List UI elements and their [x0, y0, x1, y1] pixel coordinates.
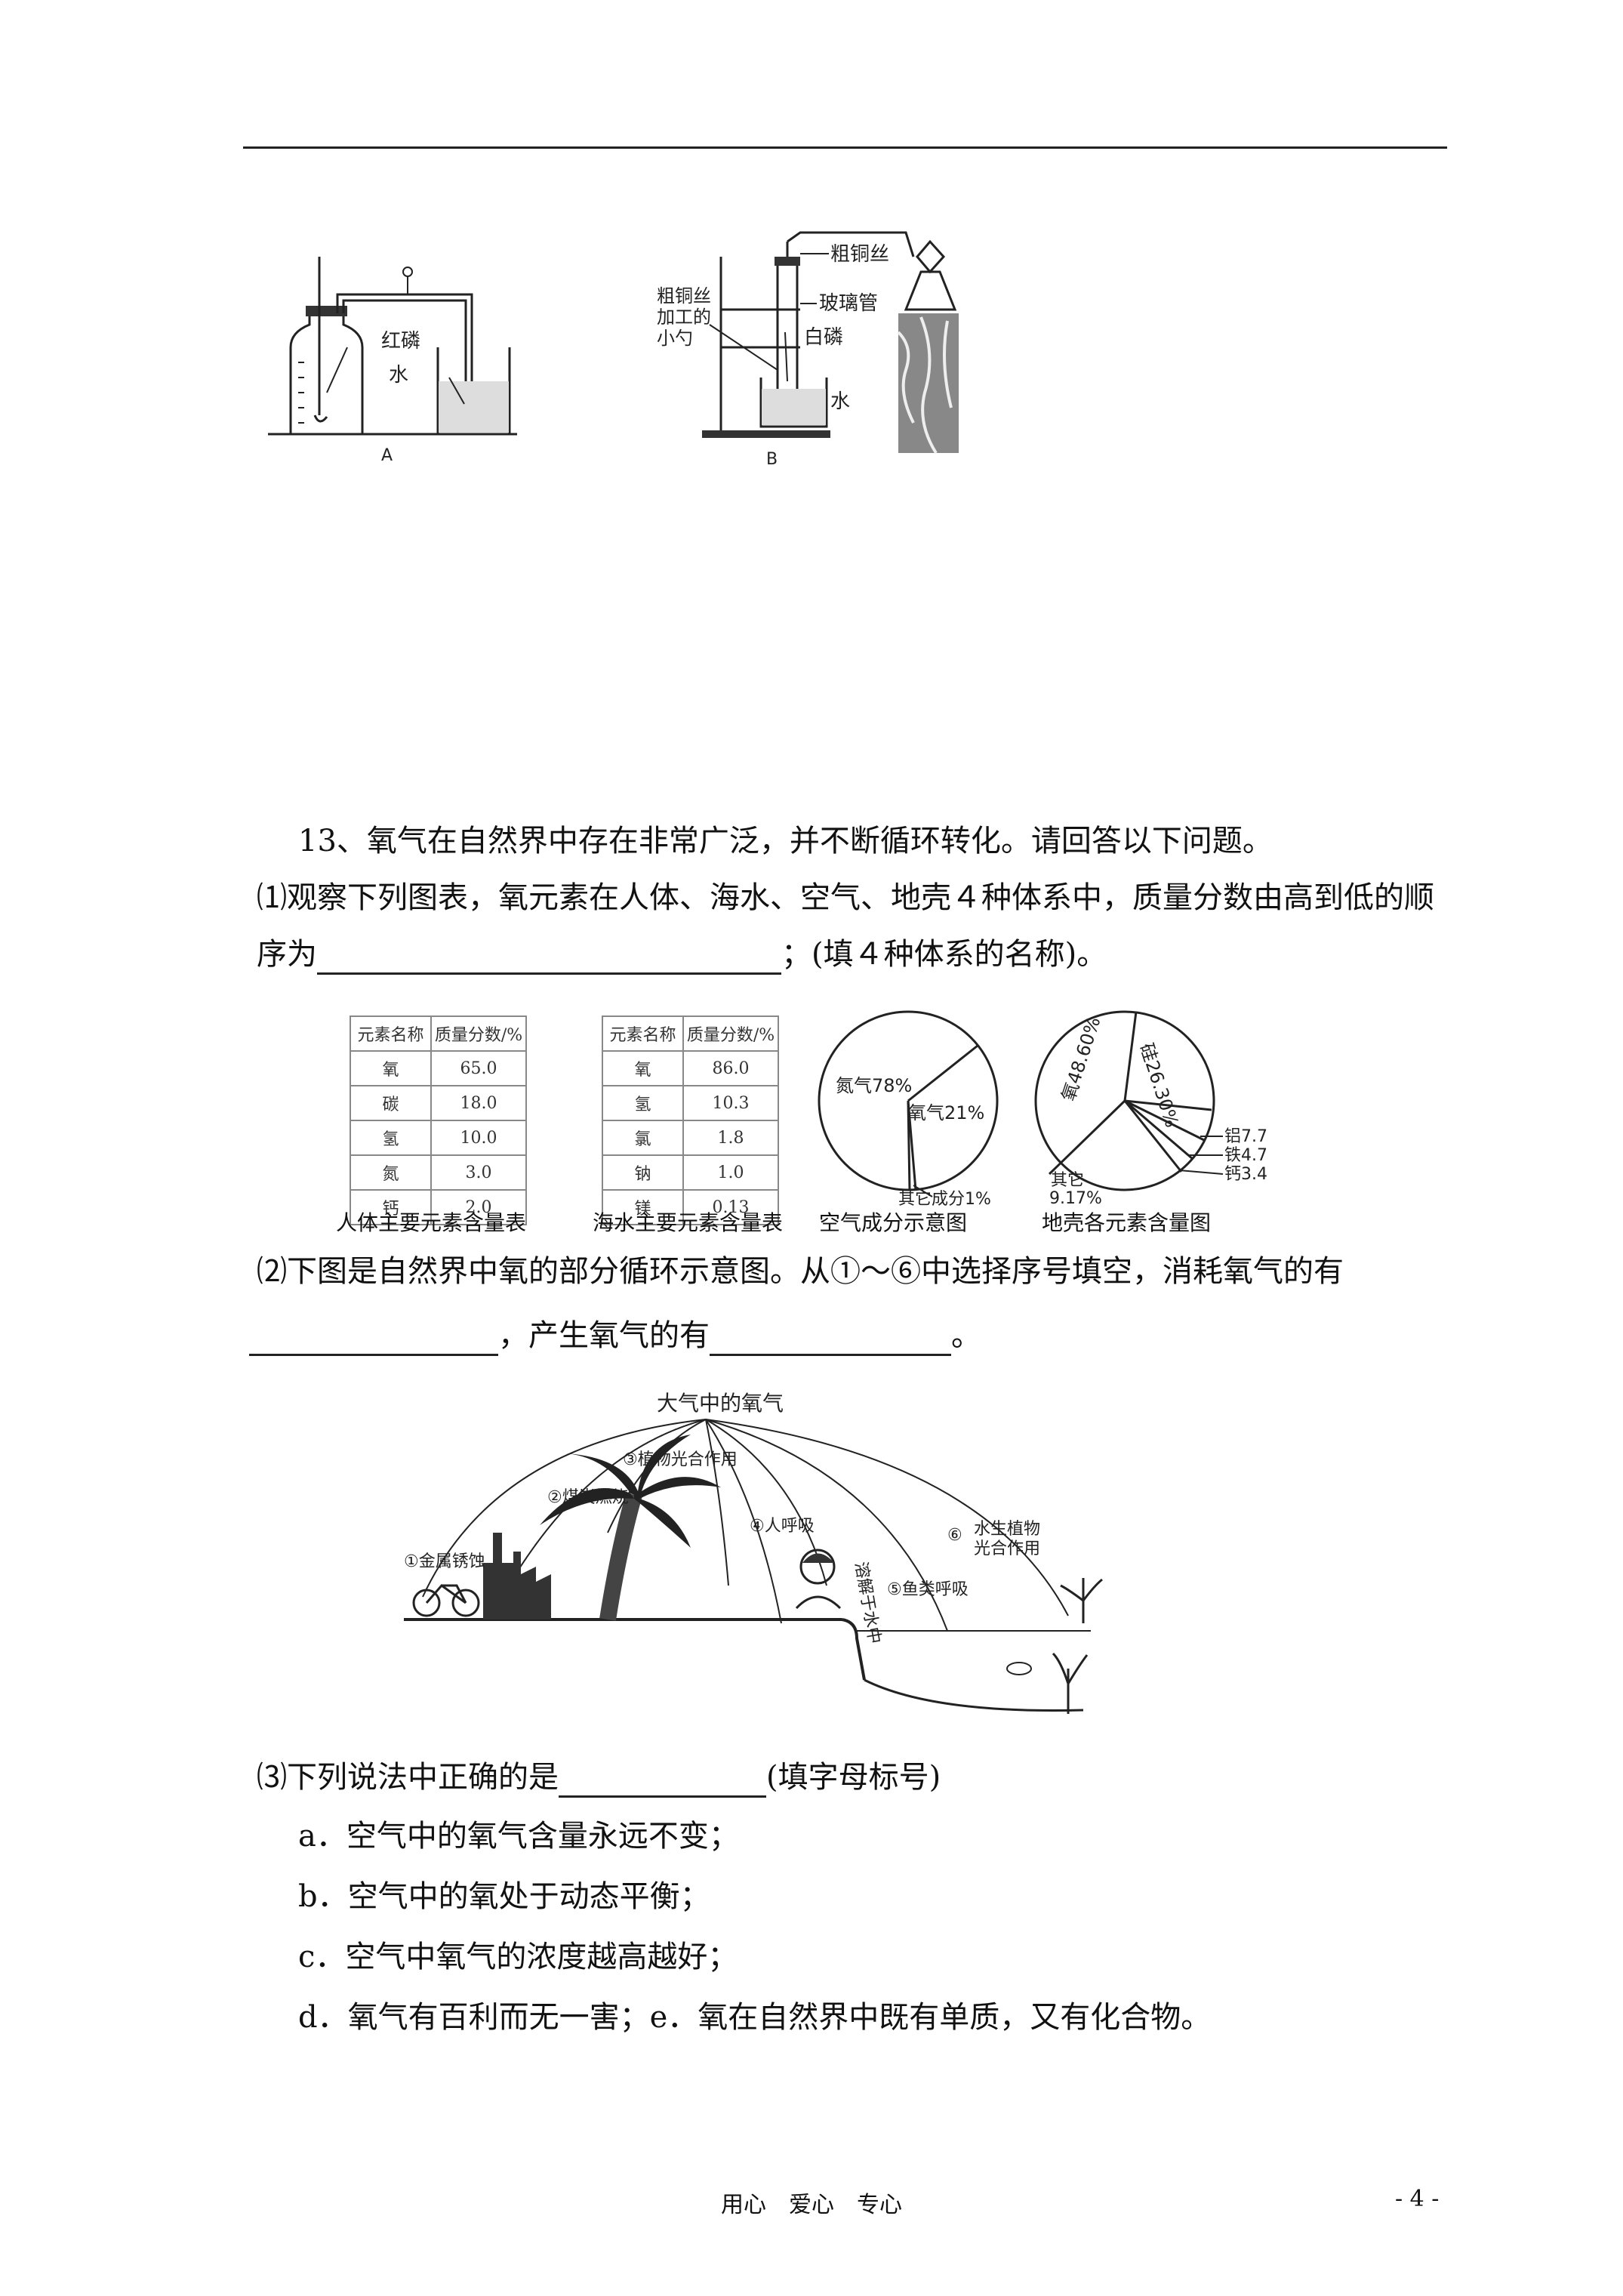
page-number: - 4 -	[1395, 2186, 1440, 2212]
cycle-item-4: ④人呼吸	[750, 1517, 815, 1536]
q3-line: ⑶下列说法中正确的是 (填字母标号)	[257, 1759, 941, 1798]
q1-line2: 序为 ；(填４种体系的名称)。	[257, 936, 1107, 975]
human-header-element: 元素名称	[350, 1015, 432, 1052]
crust-other-value: 9.17%	[1049, 1189, 1102, 1208]
crust-other-label: 其它	[1051, 1171, 1084, 1190]
q2-end: 。	[951, 1318, 981, 1353]
footer-motto: 用心 爱心 专心	[721, 2192, 902, 2218]
question-title: 13、氧气在自然界中存在非常广泛，并不断循环转化。请回答以下问题。	[298, 824, 1273, 858]
air-pie-chart: 氮气78% 氧气21% 其它成分1%	[818, 1010, 999, 1208]
q3-prefix: ⑶下列说法中正确的是	[257, 1760, 559, 1795]
q3-suffix: (填字母标号)	[766, 1760, 941, 1795]
option-d-e: d．氧气有百利而无一害；e．氧在自然界中既有单质，又有化合物。	[298, 2000, 1212, 2035]
q1-answer-blank[interactable]	[317, 936, 781, 975]
q2-line1: ⑵下图是自然界中氧的部分循环示意图。从①～⑥中选择序号填空，消耗氧气的有	[257, 1254, 1344, 1289]
cycle-item-6-num: ⑥	[947, 1526, 962, 1545]
crust-iron-label: 铁4.75%	[1224, 1146, 1268, 1165]
cycle-item-6-line2: 光合作用	[974, 1539, 1040, 1558]
q1-prefix: 序为	[257, 937, 317, 972]
cell: 2.0	[430, 1189, 527, 1225]
cell: 氢	[602, 1085, 684, 1121]
air-pie-caption: 空气成分示意图	[819, 1210, 968, 1235]
cell: 10.0	[430, 1120, 527, 1156]
q2-line2: ，产生氧气的有 。	[249, 1318, 981, 1356]
air-nitrogen-label: 氮气78%	[836, 1075, 912, 1096]
apparatus-b-figure: 粗铜丝 玻璃管 白磷 水 粗铜丝 加工的 小勺 B	[657, 231, 959, 468]
apparatus-a-figure: 红磷 水 A	[268, 257, 517, 465]
label-spoon-2: 加工的	[657, 307, 711, 328]
air-oxygen-label: 氧气21%	[908, 1102, 984, 1123]
human-table-caption: 人体主要元素含量表	[336, 1210, 527, 1235]
cell: 镁	[602, 1189, 684, 1225]
crust-pie-caption: 地壳各元素含量图	[1042, 1210, 1212, 1235]
cycle-item-5: ⑤鱼类呼吸	[887, 1580, 969, 1599]
label-water-a: 水	[389, 364, 408, 387]
cell: 氢	[350, 1120, 432, 1156]
cell: 钙	[350, 1189, 432, 1225]
air-other-label: 其它成分1%	[898, 1190, 991, 1208]
cycle-top-label: 大气中的氧气	[657, 1391, 784, 1416]
cell: 18.0	[430, 1085, 527, 1121]
option-c: c．空气中氧气的浓度越高越好；	[298, 1940, 738, 1974]
q1-line1: ⑴观察下列图表，氧元素在人体、海水、空气、地壳４种体系中，质量分数由高到低的顺	[257, 880, 1434, 915]
cell: 86.0	[682, 1050, 779, 1086]
cell: 氯	[602, 1120, 684, 1156]
cycle-item-1: ①金属锈蚀	[404, 1552, 485, 1571]
human-header-percent: 质量分数/%	[430, 1015, 527, 1052]
label-b: B	[766, 450, 778, 468]
q1-suffix: ；(填４种体系的名称)。	[781, 937, 1107, 972]
cycle-item-6-line1: 水生植物	[974, 1520, 1040, 1539]
q3-answer-blank[interactable]	[559, 1759, 766, 1798]
seawater-table-caption: 海水主要元素含量表	[593, 1210, 784, 1235]
cell: 0.13	[682, 1189, 779, 1225]
cell: 1.0	[682, 1154, 779, 1191]
crust-aluminum-label: 铝7.73%	[1224, 1127, 1268, 1146]
cell: 氮	[350, 1154, 432, 1191]
q2-produce-blank[interactable]	[710, 1318, 951, 1356]
label-spoon-3: 小勺	[657, 328, 693, 349]
cell: 3.0	[430, 1154, 527, 1191]
cell: 10.3	[682, 1085, 779, 1121]
cell: 碳	[350, 1085, 432, 1121]
crust-pie-chart: 氧48.60% 硅26.30% 铝7.73% 铁4.75% 钙3.45% 其它 …	[1034, 1010, 1268, 1208]
sea-header-percent: 质量分数/%	[682, 1015, 779, 1052]
cell: 1.8	[682, 1120, 779, 1156]
cell: 65.0	[430, 1050, 527, 1086]
cycle-item-3: ③植物光合作用	[623, 1450, 738, 1469]
label-red-phosphorus: 红磷	[381, 330, 420, 353]
option-a: a．空气中的氧气含量永远不变；	[298, 1819, 739, 1854]
label-water-b: 水	[830, 390, 850, 413]
cycle-item-2: ②煤炭燃烧	[547, 1488, 629, 1507]
q2-mid: ，产生氧气的有	[498, 1318, 710, 1353]
q2-consume-blank[interactable]	[249, 1318, 498, 1356]
cell: 钠	[602, 1154, 684, 1191]
label-copper-wire: 粗铜丝	[830, 243, 889, 266]
cell: 氧	[350, 1050, 432, 1086]
cell: 氧	[602, 1050, 684, 1086]
option-b: b．空气中的氧处于动态平衡；	[298, 1879, 710, 1914]
sea-header-element: 元素名称	[602, 1015, 684, 1052]
crust-oxygen-label: 氧48.60%	[1058, 1014, 1104, 1104]
label-glass-tube: 玻璃管	[819, 292, 878, 315]
label-white-phosphorus: 白磷	[804, 326, 843, 349]
header-rule	[243, 146, 1447, 149]
label-a: A	[381, 446, 393, 465]
crust-calcium-label: 钙3.45%	[1224, 1165, 1268, 1184]
label-spoon-1: 粗铜丝	[657, 285, 711, 307]
oxygen-cycle-diagram: 大气中的氧气 ①金属锈蚀 ②煤炭燃烧 ③植物光合作用 ④人呼吸 ⑤鱼类呼吸 ⑥ …	[404, 1391, 1103, 1714]
